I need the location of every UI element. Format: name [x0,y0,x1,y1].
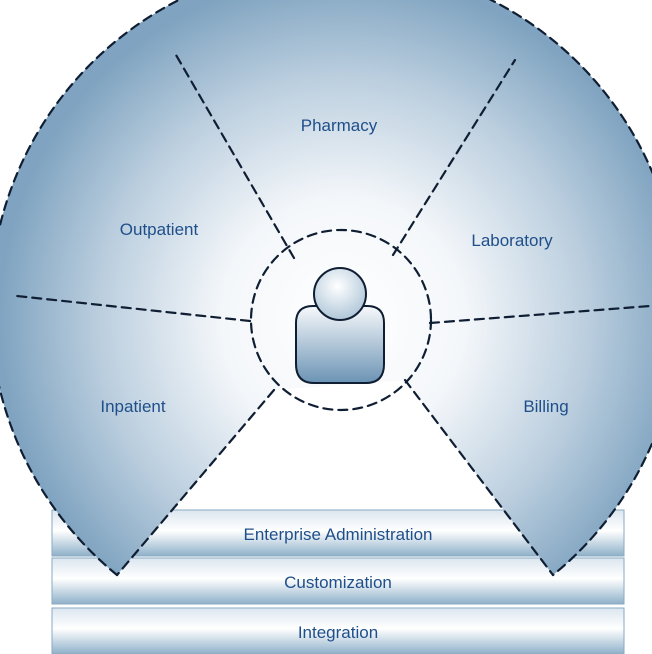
divider-outpatient-pharmacy [174,53,296,260]
segment-label-inpatient: Inpatient [100,397,165,416]
divider-inpatient-outpatient [15,294,252,323]
layer-integration: Integration [51,607,625,654]
wedge-edge-left [115,388,276,577]
divider-laboratory-billing [428,304,652,325]
user-icon [295,267,385,384]
segment-label-laboratory: Laboratory [471,231,553,250]
hub-ring [249,228,433,412]
layer-customization: Customization [51,557,625,605]
segment-label-pharmacy: Pharmacy [301,116,378,135]
layer-label-customization: Customization [284,573,392,592]
layer-label-integration: Integration [298,623,378,642]
divider-pharmacy-laboratory [391,58,517,257]
wedge-edge-right [403,378,555,577]
segment-label-outpatient: Outpatient [120,220,199,239]
layer-label-enterprise-administration: Enterprise Administration [244,525,433,544]
segment-label-billing: Billing [523,397,568,416]
